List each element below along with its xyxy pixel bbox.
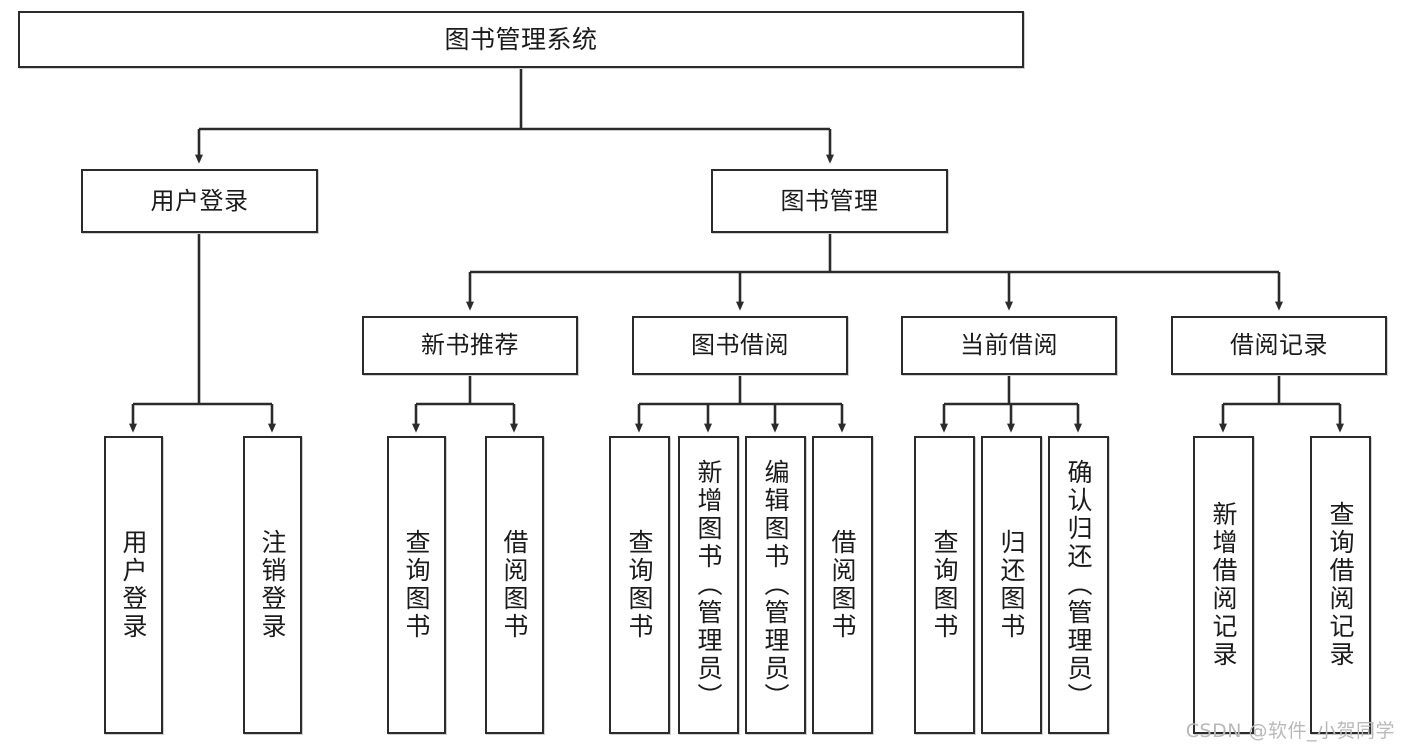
leaf-current-query-book[interactable]: 查询图书: [914, 436, 975, 734]
node-book-borrow[interactable]: 图书借阅: [632, 316, 848, 375]
node-label: 查询借阅记录: [1326, 501, 1355, 669]
node-label: 新增借阅记录: [1209, 501, 1238, 669]
node-label: 当前借阅: [960, 331, 1058, 360]
node-label: 注销登录: [258, 529, 287, 641]
leaf-borrow-add-book-admin[interactable]: 新增图书（管理员）: [678, 436, 739, 734]
node-label: 确认归还（管理员）: [1064, 459, 1093, 711]
node-book-management[interactable]: 图书管理: [711, 169, 948, 233]
leaf-recommend-borrow-book[interactable]: 借阅图书: [485, 436, 544, 734]
node-label: 借阅图书: [500, 529, 529, 641]
node-label: 新书推荐: [421, 331, 519, 360]
leaf-current-confirm-return-admin[interactable]: 确认归还（管理员）: [1048, 436, 1109, 734]
node-user-login[interactable]: 用户登录: [81, 169, 318, 233]
node-label: 借阅图书: [828, 529, 857, 641]
node-label: 归还图书: [997, 529, 1026, 641]
leaf-records-query-record[interactable]: 查询借阅记录: [1310, 436, 1371, 734]
leaf-records-add-record[interactable]: 新增借阅记录: [1193, 436, 1254, 734]
node-current-borrow[interactable]: 当前借阅: [901, 316, 1117, 375]
node-label: 查询图书: [930, 529, 959, 641]
leaf-borrow-borrow-book[interactable]: 借阅图书: [812, 436, 873, 734]
node-label: 查询图书: [402, 529, 431, 641]
node-label: 查询图书: [625, 529, 654, 641]
node-label: 用户登录: [150, 186, 249, 215]
node-new-book-recommend[interactable]: 新书推荐: [362, 316, 578, 375]
leaf-current-return-book[interactable]: 归还图书: [981, 436, 1042, 734]
leaf-user-login-signin[interactable]: 用户登录: [104, 436, 163, 734]
node-root-system[interactable]: 图书管理系统: [18, 11, 1024, 68]
node-label: 新增图书（管理员）: [694, 459, 723, 711]
leaf-borrow-query-book[interactable]: 查询图书: [609, 436, 670, 734]
node-borrow-records[interactable]: 借阅记录: [1171, 316, 1387, 375]
leaf-user-login-signout[interactable]: 注销登录: [243, 436, 302, 734]
leaf-recommend-query-book[interactable]: 查询图书: [387, 436, 446, 734]
node-label: 图书管理: [780, 186, 879, 215]
leaf-borrow-edit-book-admin[interactable]: 编辑图书（管理员）: [745, 436, 806, 734]
node-label: 编辑图书（管理员）: [761, 459, 790, 711]
node-label: 图书借阅: [691, 331, 789, 360]
node-label: 借阅记录: [1230, 331, 1328, 360]
watermark-text: CSDN @软件_小贺同学: [1185, 720, 1395, 742]
node-label: 图书管理系统: [444, 24, 598, 54]
node-label: 用户登录: [119, 529, 148, 641]
